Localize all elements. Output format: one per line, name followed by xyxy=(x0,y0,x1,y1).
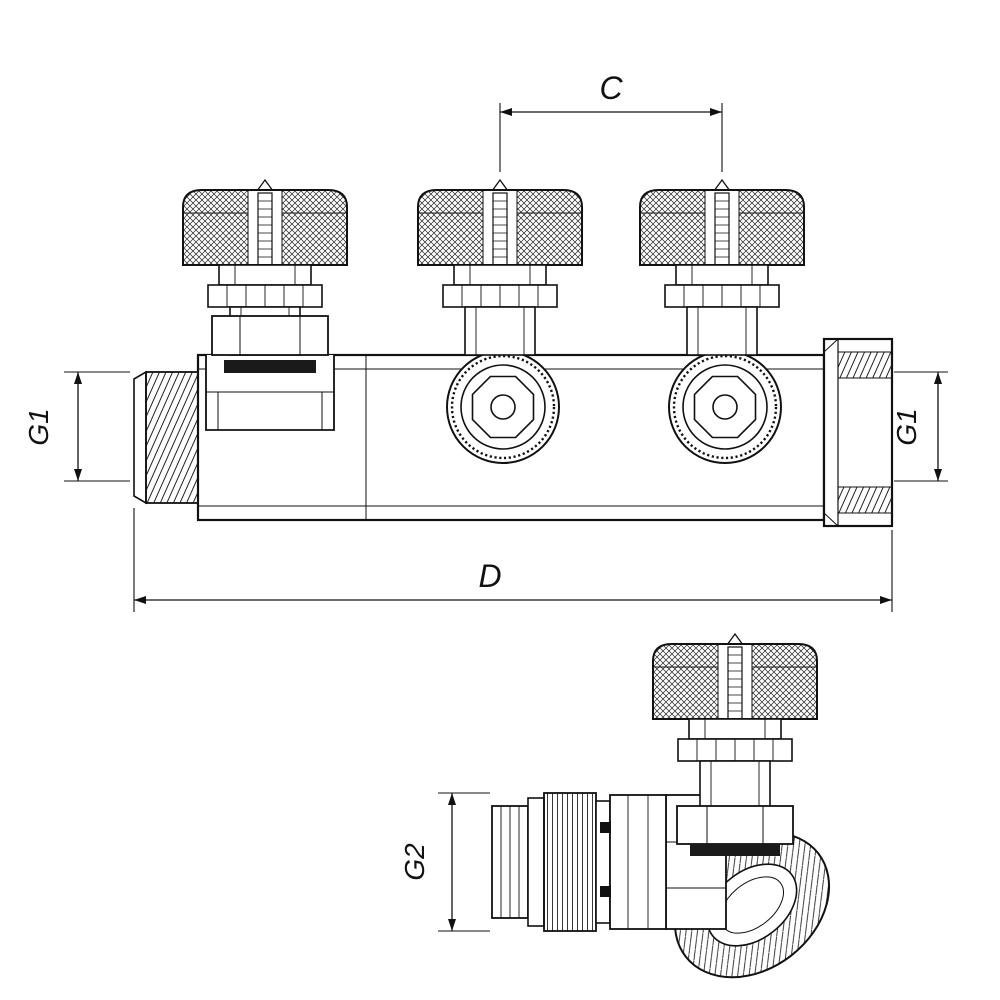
detail-valve-nut xyxy=(676,805,794,845)
valve-1-boss xyxy=(205,355,335,431)
dimension-d-label: D xyxy=(478,558,501,594)
detail-view: G2 xyxy=(399,633,831,979)
detail-valve xyxy=(652,633,818,856)
outlet-port-1 xyxy=(446,350,560,464)
compression-fitting xyxy=(491,792,667,932)
outlet-port-2 xyxy=(668,350,782,464)
dimension-g1-left-label: G1 xyxy=(23,408,54,445)
dimension-g2: G2 xyxy=(399,792,490,932)
valve-2 xyxy=(417,179,583,356)
dimension-g2-label: G2 xyxy=(399,843,430,881)
main-view: C G1 G1 D xyxy=(23,70,948,612)
dimension-c: C xyxy=(499,70,723,172)
valve-1-seal xyxy=(224,360,316,373)
union-nut-right xyxy=(822,337,894,528)
o-ring-upper xyxy=(600,822,611,833)
detail-valve-seal xyxy=(690,844,780,856)
dimension-d: D xyxy=(133,508,893,612)
dimension-g1-left: G1 xyxy=(23,371,130,482)
valve-1-nut xyxy=(211,315,329,356)
dimension-g1-right-label: G1 xyxy=(891,408,922,445)
o-ring-lower xyxy=(600,886,611,897)
dimension-c-label: C xyxy=(599,70,623,106)
valve-3 xyxy=(639,179,805,356)
dimension-g1-right: G1 xyxy=(891,371,948,482)
inlet-thread-left xyxy=(133,370,201,505)
valve-1 xyxy=(182,179,348,373)
